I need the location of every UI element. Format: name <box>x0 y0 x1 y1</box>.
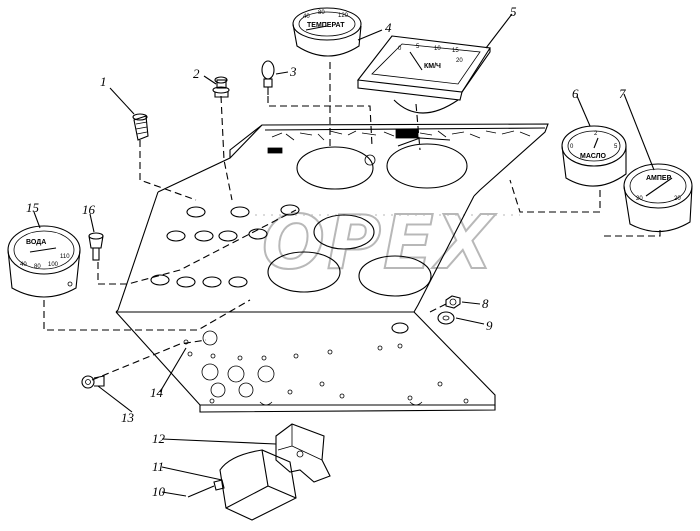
oil-tick-0: 0 <box>570 144 574 150</box>
speedo-tick-0: 0 <box>398 46 402 52</box>
opex-watermark: OPEX <box>255 199 520 287</box>
callout-4: 4 <box>385 20 392 35</box>
leader-lines <box>33 13 655 497</box>
speedo-unit: КМ/Ч <box>424 63 441 70</box>
callout-6: 6 <box>572 86 579 101</box>
cover-11 <box>219 449 297 521</box>
callout-5: 5 <box>510 4 517 19</box>
bulb-3 <box>261 60 275 95</box>
speedo-tick-10: 10 <box>434 46 441 52</box>
water-tick-110: 110 <box>60 254 70 260</box>
temp-tick-80: 80 <box>318 10 325 16</box>
ammeter-tick-right: 20 <box>674 196 681 202</box>
water-tick-40: 40 <box>20 262 27 268</box>
callout-12: 12 <box>152 431 166 446</box>
oil-tick-5: 5 <box>614 144 618 150</box>
speedo-tick-5: 5 <box>416 44 420 50</box>
bottom-plate-holes <box>183 330 469 406</box>
temp-gauge-label: ТЕМПЕРАТ <box>307 22 345 29</box>
water-tick-80: 80 <box>34 264 41 270</box>
screw-10 <box>187 479 225 498</box>
callout-numbers: 1 2 3 4 5 6 7 8 9 10 11 12 13 14 15 16 <box>26 4 626 499</box>
ammeter-label: АМПЕР <box>646 175 672 182</box>
speedo-tick-20: 20 <box>456 58 463 64</box>
plug-16 <box>88 232 104 261</box>
speedo-tick-15: 15 <box>452 48 459 54</box>
watermark-text: OPEX <box>262 200 497 286</box>
callout-3: 3 <box>289 64 297 79</box>
speedometer-5: 0 5 10 15 20 КМ/Ч <box>356 35 491 114</box>
ring-lug-13 <box>81 375 105 389</box>
oil-tick-2: 2 <box>594 131 598 137</box>
callout-10: 10 <box>152 484 166 499</box>
temp-tick-120: 120 <box>338 13 349 19</box>
washer-9 <box>437 311 455 325</box>
switch-holes <box>150 204 409 334</box>
bracket-12 <box>275 423 331 483</box>
water-gauge-15: ВОДА 40 80 100 110 <box>7 225 81 298</box>
oil-pressure-gauge-6: 2 0 5 МАСЛО <box>561 125 627 187</box>
ammeter-gauge-7: АМПЕР 20 20 <box>623 163 693 233</box>
callout-15: 15 <box>26 200 40 215</box>
oil-gauge-label: МАСЛО <box>580 153 607 160</box>
callout-8: 8 <box>482 296 489 311</box>
nut-8 <box>445 295 461 309</box>
callout-2: 2 <box>193 66 200 81</box>
callout-7: 7 <box>619 86 626 101</box>
callout-11: 11 <box>152 459 164 474</box>
water-tick-100: 100 <box>48 262 59 268</box>
callout-16: 16 <box>82 202 96 217</box>
instrument-panel <box>115 123 549 413</box>
callout-14: 14 <box>150 385 164 400</box>
temp-tick-40: 40 <box>303 14 310 20</box>
switch-2 <box>212 76 230 98</box>
callout-9: 9 <box>486 318 493 333</box>
temperature-gauge-4: 80 120 40 ТЕМПЕРАТ <box>292 7 362 57</box>
ammeter-tick-left: 20 <box>636 196 643 202</box>
callout-1: 1 <box>100 74 107 89</box>
water-gauge-label: ВОДА <box>26 239 46 246</box>
assembly-lines <box>43 62 661 381</box>
callout-13: 13 <box>121 410 135 425</box>
symbol-strip <box>267 128 531 166</box>
indicator-lamp-1 <box>132 113 149 141</box>
